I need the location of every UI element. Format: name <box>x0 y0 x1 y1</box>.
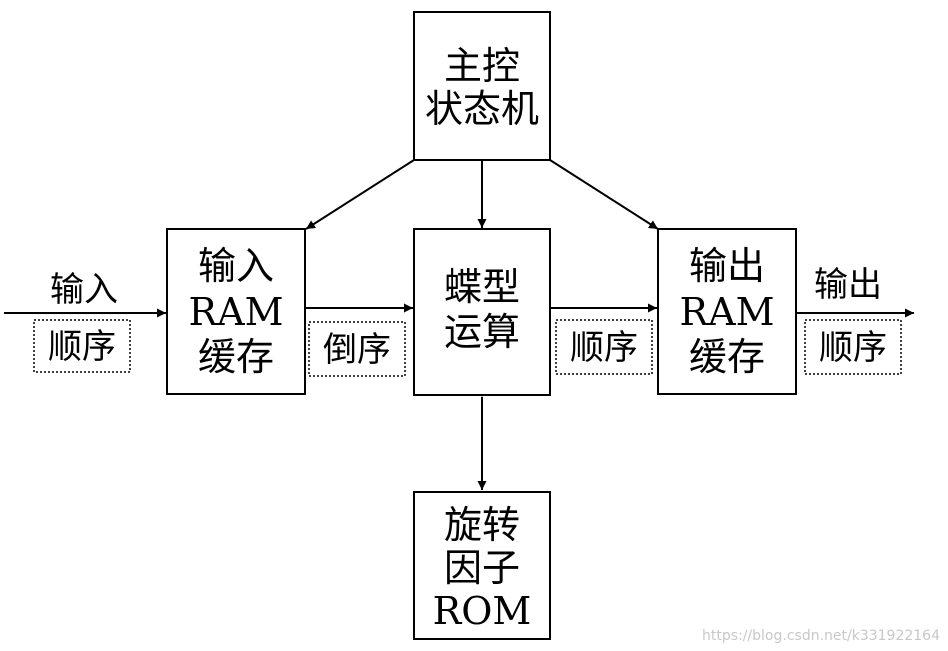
controller-line-1: 主控 <box>444 44 520 88</box>
controller-line-2: 状态机 <box>425 87 539 131</box>
block-output-ram: 输出 RAM 缓存 <box>657 228 797 395</box>
block-input-ram: 输入 RAM 缓存 <box>166 228 306 395</box>
rom-line-3: ROM <box>433 589 532 633</box>
input-order-label: 顺序 <box>48 327 116 367</box>
output-label: 输出 <box>814 265 882 305</box>
block-controller: 主控 状态机 <box>413 11 551 161</box>
bitrev-order-label: 倒序 <box>323 330 391 370</box>
block-butterfly: 蝶型 运算 <box>413 228 551 396</box>
input-ram-line-1: 输入 <box>198 244 274 288</box>
output-ram-line-3: 缓存 <box>689 335 765 379</box>
bitrev-order-box <box>308 321 406 377</box>
block-twiddle-rom: 旋转 因子 ROM <box>413 491 551 640</box>
input-ram-line-2: RAM <box>189 290 284 334</box>
input-order-box <box>33 319 131 373</box>
butterfly-line-1: 蝶型 <box>444 265 520 309</box>
mid-order-box <box>555 319 653 375</box>
output-order-label: 顺序 <box>819 328 887 368</box>
input-label: 输入 <box>50 270 118 310</box>
order-boxes <box>33 319 902 377</box>
output-ram-line-1: 输出 <box>689 244 765 288</box>
butterfly-line-2: 运算 <box>444 310 520 354</box>
ctrl-to-output-ram-arrow <box>549 159 659 230</box>
watermark-url: https://blog.csdn.net/k331922164 <box>702 628 940 644</box>
output-order-box <box>804 319 902 375</box>
connectors <box>4 159 914 490</box>
rom-line-2: 因子 <box>444 546 520 590</box>
input-ram-line-3: 缓存 <box>198 335 274 379</box>
output-ram-line-2: RAM <box>680 290 775 334</box>
rom-line-1: 旋转 <box>444 503 520 547</box>
mid-order-label: 顺序 <box>570 328 638 368</box>
ctrl-to-input-ram-arrow <box>305 159 415 230</box>
